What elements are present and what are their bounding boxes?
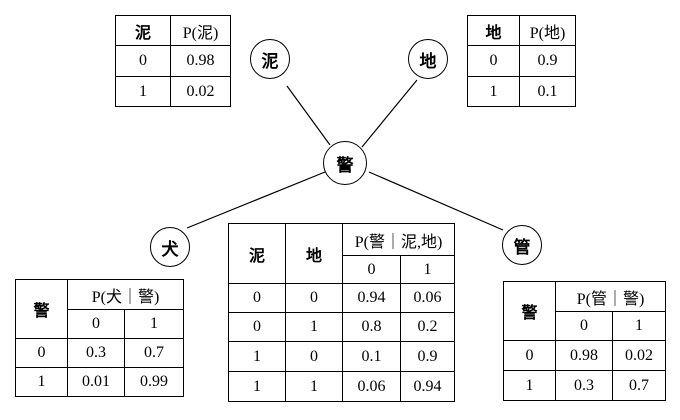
cpt-police-cell: 1 — [228, 341, 286, 372]
node-dog: 犬 — [150, 227, 190, 267]
cpt-police-cell: 1 — [285, 371, 343, 402]
cpt-dog-cell: 1 — [15, 367, 68, 397]
cpt-police-header-mud: 泥 — [228, 223, 286, 284]
cpt-police-cell: 1 — [228, 371, 286, 402]
cpt-police-cell: 0.06 — [342, 371, 401, 402]
cpt-pipe-cell: 0.3 — [555, 370, 613, 401]
cpt-earth-header-var: 地 — [467, 15, 520, 46]
cpt-mud-table: 泥 P(泥) 0 0.98 1 0.02 — [115, 15, 231, 107]
cpt-pipe-header-var: 警 — [503, 281, 556, 341]
cpt-police-cell: 0.9 — [400, 341, 455, 372]
edge-mud-police — [286, 85, 331, 146]
cpt-earth-cell: 1 — [467, 76, 520, 107]
cpt-police-cell: 0.94 — [342, 283, 401, 313]
cpt-police-cell: 0 — [285, 341, 343, 372]
cpt-dog-table: 警 P(犬｜警) 0 1 0 0.3 0.7 1 0.01 0.99 — [15, 279, 184, 397]
cpt-police-cell: 0 — [228, 283, 286, 313]
cpt-dog-cell: 0.01 — [67, 367, 125, 397]
cpt-police-header-prob: P(警｜泥,地) — [342, 223, 455, 256]
cpt-dog-cell: 0.99 — [124, 367, 184, 397]
node-mud: 泥 — [250, 39, 290, 79]
cpt-police-sub0: 0 — [342, 255, 401, 284]
cpt-mud-cell: 1 — [115, 76, 171, 107]
cpt-dog-cell: 0.3 — [67, 338, 125, 368]
edge-police-dog — [186, 171, 326, 229]
cpt-dog-header-var: 警 — [15, 279, 68, 339]
cpt-police-table: 泥 地 P(警｜泥,地) 0 1 0 0 0.94 0.06 0 1 0.8 0… — [228, 223, 455, 402]
cpt-pipe-cell: 0 — [503, 340, 556, 371]
cpt-mud-cell: 0.02 — [170, 76, 231, 107]
cpt-pipe-cell: 0.02 — [612, 340, 666, 371]
node-earth: 地 — [408, 39, 448, 79]
edge-earth-police — [361, 79, 418, 148]
cpt-pipe-table: 警 P(管｜警) 0 1 0 0.98 0.02 1 0.3 0.7 — [503, 281, 666, 401]
cpt-pipe-sub1: 1 — [612, 311, 666, 341]
cpt-earth-cell: 0.1 — [519, 76, 576, 107]
cpt-police-sub1: 1 — [400, 255, 455, 284]
cpt-police-cell: 1 — [285, 312, 343, 342]
cpt-dog-cell: 0 — [15, 338, 68, 368]
cpt-earth-table: 地 P(地) 0 0.9 1 0.1 — [467, 15, 576, 107]
cpt-earth-cell: 0.9 — [519, 45, 576, 77]
cpt-police-cell: 0.94 — [400, 371, 455, 402]
cpt-police-cell: 0.2 — [400, 312, 455, 342]
edge-police-pipe — [368, 171, 504, 231]
cpt-pipe-cell: 0.98 — [555, 340, 613, 371]
cpt-earth-cell: 0 — [467, 45, 520, 77]
cpt-police-cell: 0.1 — [342, 341, 401, 372]
cpt-police-header-earth: 地 — [285, 223, 343, 284]
cpt-earth-header-prob: P(地) — [519, 15, 576, 46]
cpt-police-cell: 0 — [228, 312, 286, 342]
cpt-dog-sub1: 1 — [124, 309, 184, 339]
cpt-police-cell: 0.8 — [342, 312, 401, 342]
cpt-dog-cell: 0.7 — [124, 338, 184, 368]
cpt-pipe-cell: 1 — [503, 370, 556, 401]
cpt-mud-header-var: 泥 — [115, 15, 171, 46]
cpt-dog-sub0: 0 — [67, 309, 125, 339]
cpt-pipe-cell: 0.7 — [612, 370, 666, 401]
cpt-pipe-sub0: 0 — [555, 311, 613, 341]
node-pipe: 管 — [502, 225, 542, 265]
cpt-police-cell: 0 — [285, 283, 343, 313]
cpt-mud-cell: 0 — [115, 45, 171, 77]
cpt-mud-header-prob: P(泥) — [170, 15, 231, 46]
cpt-dog-header-prob: P(犬｜警) — [67, 279, 184, 310]
cpt-police-cell: 0.06 — [400, 283, 455, 313]
cpt-pipe-header-prob: P(管｜警) — [555, 281, 666, 312]
cpt-mud-cell: 0.98 — [170, 45, 231, 77]
node-police: 警 — [323, 141, 367, 185]
